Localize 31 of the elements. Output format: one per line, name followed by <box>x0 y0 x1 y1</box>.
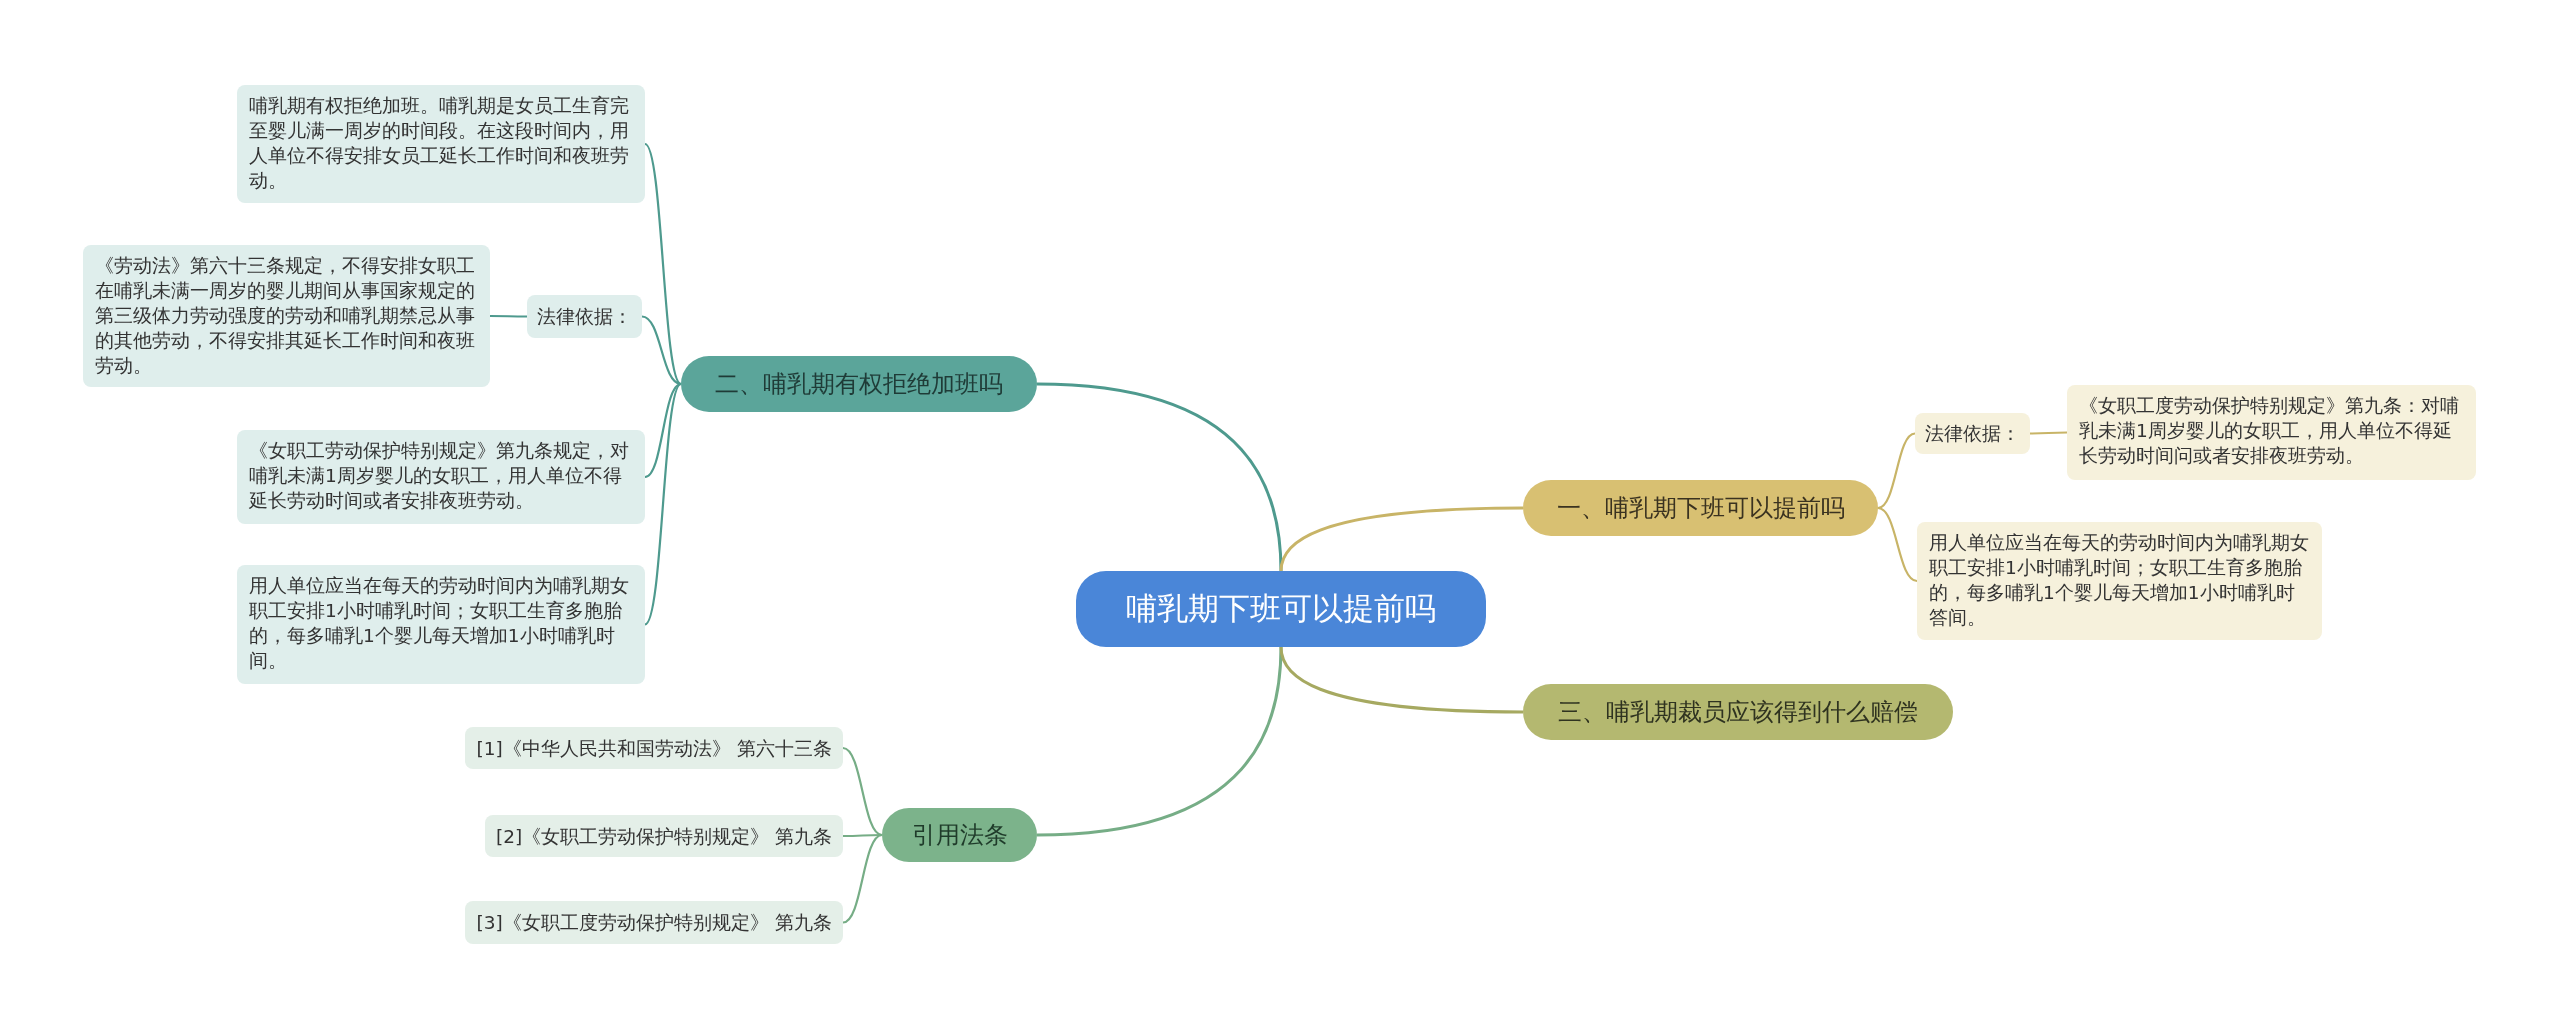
connector-line <box>842 746 883 837</box>
connector-line <box>2030 431 2067 435</box>
connector-line <box>842 833 883 924</box>
connector-line <box>644 143 682 385</box>
connector-line <box>641 315 682 386</box>
connector-line <box>644 383 682 478</box>
note-box: 用人单位应当在每天的劳动时间内为哺乳期女职工安排1小时哺乳时间；女职工生育多胞胎的，每多哺乳1个婴儿每天增加1小时哺乳时答间。 <box>1917 522 2322 640</box>
note-box: 《劳动法》第六十三条规定，不得安排女职工在哺乳未满一周岁的婴儿期间从事国家规定的第三级体力劳动强度的劳动和哺乳期禁忌从事的其他劳动，不得安排其延长工作时间和夜班劳动。 <box>83 245 490 387</box>
topic-pill: 一、哺乳期下班可以提前吗 <box>1523 480 1878 536</box>
topic-pill: 二、哺乳期有权拒绝加班吗 <box>681 356 1037 412</box>
connector-line <box>644 383 682 626</box>
connector-line <box>1279 646 1524 714</box>
connector-line <box>843 833 882 838</box>
connector-line <box>1036 382 1283 572</box>
note-box: 《女职工度劳动保护特别规定》第九条：对哺乳未满1周岁婴儿的女职工，用人单位不得延长劳动时间问或者安排夜班劳动。 <box>2067 385 2476 480</box>
note-box: 《女职工劳动保护特别规定》第九条规定，对哺乳未满1周岁婴儿的女职工，用人单位不得延长劳动时间或者安排夜班劳动。 <box>237 430 645 524</box>
connector-line <box>1877 432 1916 510</box>
connector-line <box>1279 506 1524 572</box>
topic-pill: 三、哺乳期裁员应该得到什么赔偿 <box>1523 684 1953 740</box>
label-box: [3]《女职工度劳动保护特别规定》 第九条 <box>465 901 843 944</box>
connector-line <box>1036 646 1283 837</box>
central-topic-pill: 哺乳期下班可以提前吗 <box>1076 571 1486 647</box>
note-box: 用人单位应当在每天的劳动时间内为哺乳期女职工安排1小时哺乳时间；女职工生育多胞胎的，每多哺乳1个婴儿每天增加1小时哺乳时间。 <box>237 565 645 684</box>
connector-line <box>1877 506 1918 583</box>
connector-line <box>490 314 527 318</box>
label-box: [2]《女职工劳动保护特别规定》 第九条 <box>485 815 843 857</box>
label-box: 法律依据： <box>1915 413 2030 454</box>
note-box: 哺乳期有权拒绝加班。哺乳期是女员工生育完至婴儿满一周岁的时间段。在这段时间内，用人单位不得安排女员工延长工作时间和夜班劳动。 <box>237 85 645 203</box>
label-box: [1]《中华人民共和国劳动法》 第六十三条 <box>465 727 843 769</box>
topic-pill: 引用法条 <box>882 808 1037 862</box>
label-box: 法律依据： <box>527 295 642 338</box>
